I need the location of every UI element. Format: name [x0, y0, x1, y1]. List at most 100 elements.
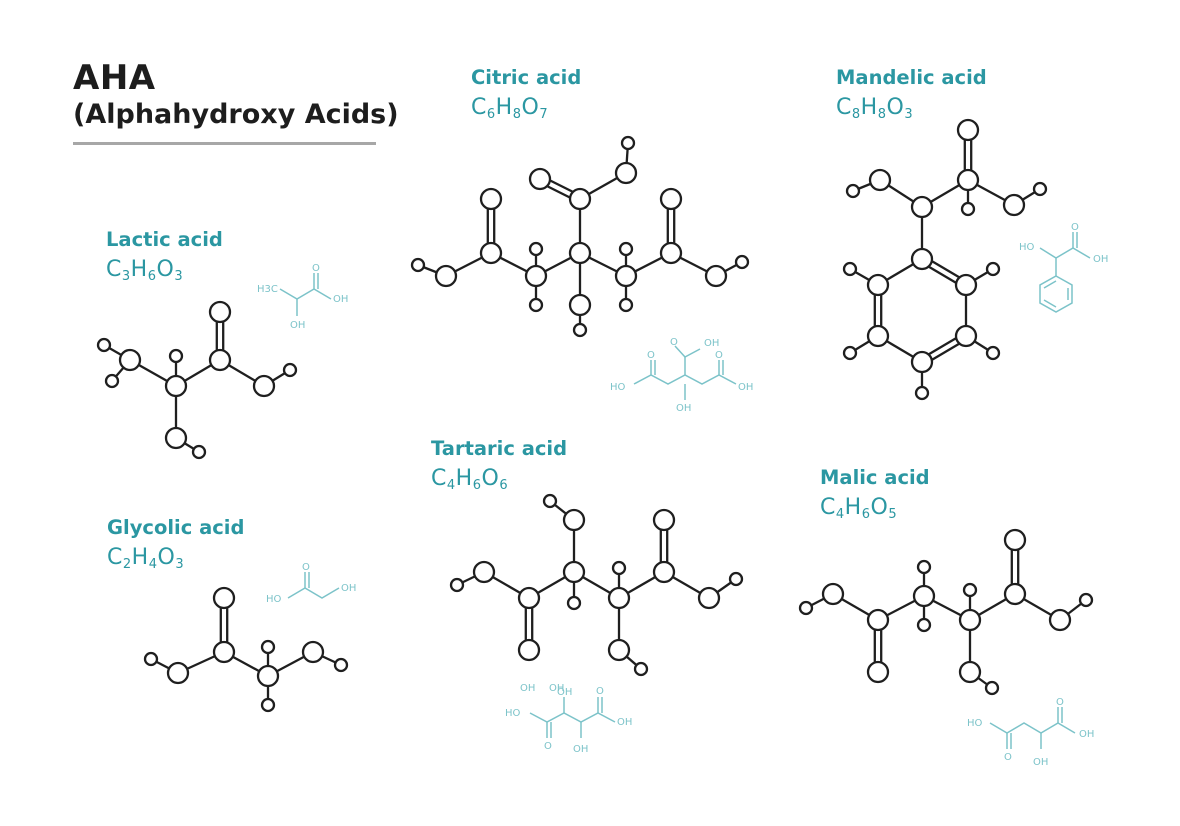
atom-hydrogen: [842, 345, 858, 361]
atom-heavy: [958, 660, 982, 684]
molecule-formula: C6H8O7: [471, 95, 549, 123]
formula-subscript: 8: [851, 107, 861, 123]
atom-hydrogen: [984, 680, 1000, 696]
atom-hydrogen: [734, 254, 750, 270]
molecule-name: Citric acid: [471, 66, 582, 89]
atom-hydrogen: [410, 257, 426, 273]
atom-hydrogen: [1078, 592, 1094, 608]
atom-hydrogen: [572, 322, 588, 338]
atom-heavy: [659, 187, 683, 211]
atom-hydrogen: [333, 657, 349, 673]
skeletal-label: O: [670, 337, 678, 348]
atom-hydrogen: [618, 297, 634, 313]
skeletal-bonds: [633, 374, 737, 385]
model-glycolic: [143, 586, 349, 713]
label-glycolic: Glycolic acid C2H4O3: [107, 516, 244, 573]
atom-hydrogen: [985, 261, 1001, 277]
atom-hydrogen: [449, 577, 465, 593]
atom-heavy: [958, 608, 982, 632]
atom-heavy: [866, 324, 890, 348]
atom-heavy: [704, 264, 728, 288]
molecule-name: Mandelic acid: [836, 66, 987, 89]
skeletal-label: OH: [676, 403, 691, 414]
atom-heavy: [256, 664, 280, 688]
formula-subscript: 6: [499, 478, 509, 494]
skeletal-label: HO: [505, 708, 521, 719]
skeletal-label: OH: [617, 717, 632, 728]
formula-subscript: 3: [904, 107, 914, 123]
skeletal-label: H3C: [257, 284, 278, 295]
atom-heavy: [910, 195, 934, 219]
skeletal-label: O: [715, 350, 723, 361]
atom-heavy: [652, 508, 676, 532]
atom-heavy: [614, 161, 638, 185]
atom-heavy: [912, 584, 936, 608]
atom-heavy: [568, 187, 592, 211]
atom-heavy: [301, 640, 325, 664]
atom-heavy: [208, 348, 232, 372]
skeletal-label: OH: [704, 338, 719, 349]
label-tartaric: Tartaric acid C4H6O6: [431, 437, 567, 494]
atom-hydrogen: [260, 697, 276, 713]
atom-heavy: [212, 640, 236, 664]
skeletal-label: OH: [290, 320, 305, 331]
skeletal-label: O: [1056, 697, 1064, 708]
skeletal-label: OH: [341, 583, 356, 594]
atom-hydrogen: [960, 201, 976, 217]
atom-heavy: [821, 582, 845, 606]
skeletal-label: OH: [557, 687, 572, 698]
formula-subscript: 7: [539, 107, 549, 123]
formula-subscript: 2: [122, 557, 132, 573]
skeletal-bond: [1043, 299, 1057, 308]
skeletal-label: O: [1071, 222, 1079, 233]
formula-subscript: 8: [877, 107, 887, 123]
molecule-formula: C4H6O5: [820, 495, 898, 523]
atom-heavy: [956, 118, 980, 142]
atom-hydrogen: [191, 444, 207, 460]
atom-heavy: [164, 426, 188, 450]
skeletal-ring: [1039, 275, 1073, 313]
skeletal-bond: [674, 345, 686, 358]
skeletal-label: HO: [266, 594, 282, 605]
skeletal-bonds: [989, 722, 1076, 734]
atom-heavy: [659, 241, 683, 265]
ball-and-stick-models: [96, 118, 1094, 713]
atom-heavy: [568, 241, 592, 265]
formula-subscript: 4: [148, 557, 158, 573]
atom-heavy: [607, 638, 631, 662]
atom-heavy: [434, 264, 458, 288]
atom-heavy: [252, 374, 276, 398]
atom-hydrogen: [104, 373, 120, 389]
atom-hydrogen: [542, 493, 558, 509]
skeletal-label: O: [302, 562, 310, 573]
formula-subscript: 5: [888, 507, 898, 523]
atom-heavy: [528, 167, 552, 191]
atom-heavy: [1002, 193, 1026, 217]
skeletal-label: O: [596, 686, 604, 697]
skeletal-label: OH: [549, 683, 564, 694]
skeletal-label: OH: [1093, 254, 1108, 265]
atom-heavy: [472, 560, 496, 584]
skeletal-label: OH: [1079, 729, 1094, 740]
skeletal-label: O: [312, 263, 320, 274]
model-mandelic: [842, 118, 1048, 401]
molecule-name: Lactic acid: [106, 228, 223, 251]
atom-hydrogen: [96, 337, 112, 353]
skeletal-label: OH: [573, 744, 588, 755]
atom-heavy: [118, 348, 142, 372]
skeletal-label: HO: [1019, 242, 1035, 253]
skeletal-glycolic: HO O OH: [266, 562, 356, 605]
skeletal-bond: [684, 348, 701, 358]
atom-heavy: [568, 293, 592, 317]
atom-heavy: [614, 264, 638, 288]
atom-hydrogen: [566, 595, 582, 611]
skeletal-malic: HO O OH O OH: [967, 697, 1094, 768]
skeletal-mandelic: HO O OH: [1019, 222, 1108, 313]
atom-hydrogen: [633, 661, 649, 677]
atom-hydrogen: [916, 617, 932, 633]
model-malic: [798, 528, 1094, 696]
atom-heavy: [1003, 582, 1027, 606]
atom-hydrogen: [798, 600, 814, 616]
formula-subscript: 3: [174, 269, 184, 285]
